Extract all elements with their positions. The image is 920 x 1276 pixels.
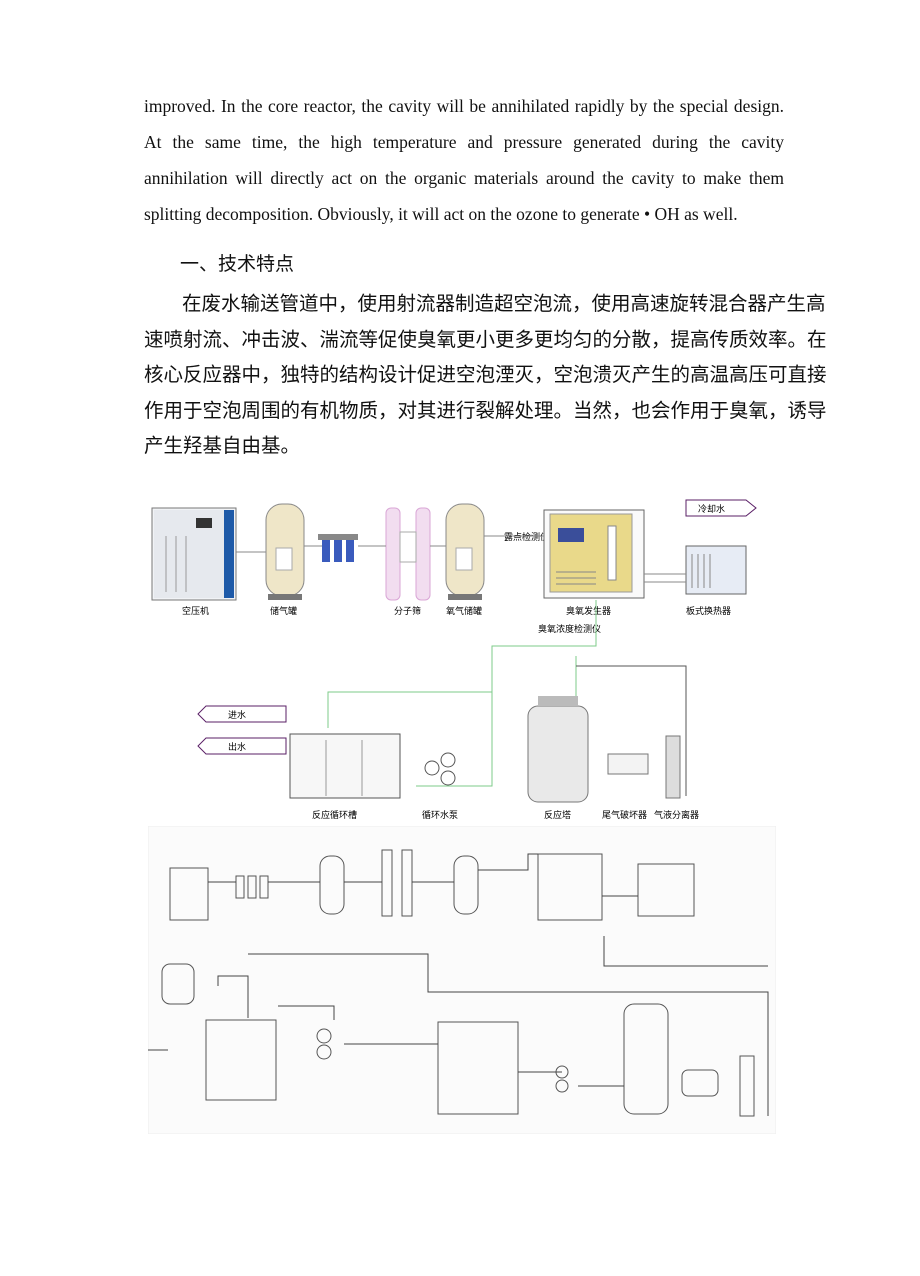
label-reaction-tank: 反应循环槽: [312, 809, 357, 821]
water-out-arrow: [197, 737, 287, 755]
process-diagram-pictorial: 空压机 储气罐 分子筛 氧气储罐 露点检测仪 臭氧发生器 冷却水: [151, 499, 757, 821]
english-line-3: annihilation will directly act on the or…: [144, 168, 784, 188]
section-line-5: 产生羟基自由基。: [144, 434, 301, 457]
label-reactor-tower: 反应塔: [544, 809, 571, 821]
molecular-sieve-image: [385, 507, 431, 601]
plate-exchanger-image: [685, 545, 747, 595]
reaction-tank-image: [289, 733, 401, 799]
label-water-in: 进水: [228, 709, 246, 721]
english-line-4: splitting decomposition. Obviously, it w…: [144, 204, 738, 224]
schematic-equipment: [161, 849, 755, 1117]
pipes-top: [236, 535, 686, 583]
gas-liquid-separator-image: [665, 735, 681, 799]
gas-tank-image: [265, 503, 305, 600]
air-compressor-image: [151, 507, 237, 601]
label-oxygen-tank: 氧气储罐: [446, 605, 482, 617]
label-tail-gas-destructor: 尾气破坏器: [602, 809, 647, 821]
filter-set-image: [318, 534, 358, 562]
english-line-1: improved. In the core reactor, the cavit…: [144, 96, 784, 116]
pipes-exhaust: [576, 665, 687, 796]
section-paragraph: 在废水输送管道中，使用射流器制造超空泡流，使用高速旋转混合器产生高 速喷射流、冲…: [144, 286, 827, 464]
ozone-generator-image: [543, 509, 645, 599]
section-line-2: 速喷射流、冲击波、湍流等促使臭氧更小更多更均匀的分散，提高传质效率。在: [144, 327, 827, 351]
section-heading: 一、技术特点: [180, 253, 295, 275]
oxygen-tank-image: [445, 503, 485, 600]
label-dew-point: 露点检测仪: [504, 531, 549, 543]
label-ozone-generator: 臭氧发生器: [566, 605, 611, 617]
english-line-2: At the same time, the high temperature a…: [144, 132, 784, 152]
label-water-out: 出水: [228, 741, 246, 753]
label-air-compressor: 空压机: [182, 605, 209, 617]
label-gas-liquid-separator: 气液分离器: [654, 809, 699, 821]
reactor-tower-image: [527, 696, 589, 803]
process-diagram-schematic: [148, 826, 776, 1134]
label-molecular-sieve: 分子筛: [394, 605, 421, 617]
section-line-4: 作用于空泡周围的有机物质，对其进行裂解处理。当然，也会作用于臭氧，诱导: [144, 398, 827, 422]
water-in-arrow: [197, 705, 287, 723]
english-paragraph: improved. In the core reactor, the cavit…: [144, 88, 784, 232]
label-gas-tank: 储气罐: [270, 605, 297, 617]
label-circulation-pump: 循环水泵: [422, 809, 458, 821]
cooling-water-arrow: [685, 499, 757, 517]
label-plate-exchanger: 板式换热器: [686, 605, 731, 617]
section-line-3: 核心反应器中，独特的结构设计促进空泡湮灭，空泡溃灭产生的高温高压可直接: [144, 363, 827, 386]
tail-gas-destructor-image: [607, 753, 649, 775]
label-ozone-monitor: 臭氧浓度检测仪: [538, 623, 601, 635]
schematic-pipes: [148, 853, 769, 1116]
circulation-pump-image: [424, 752, 456, 786]
label-cooling-water: 冷却水: [698, 503, 725, 515]
section-line-1: 在废水输送管道中，使用射流器制造超空泡流，使用高速旋转混合器产生高: [182, 292, 826, 315]
